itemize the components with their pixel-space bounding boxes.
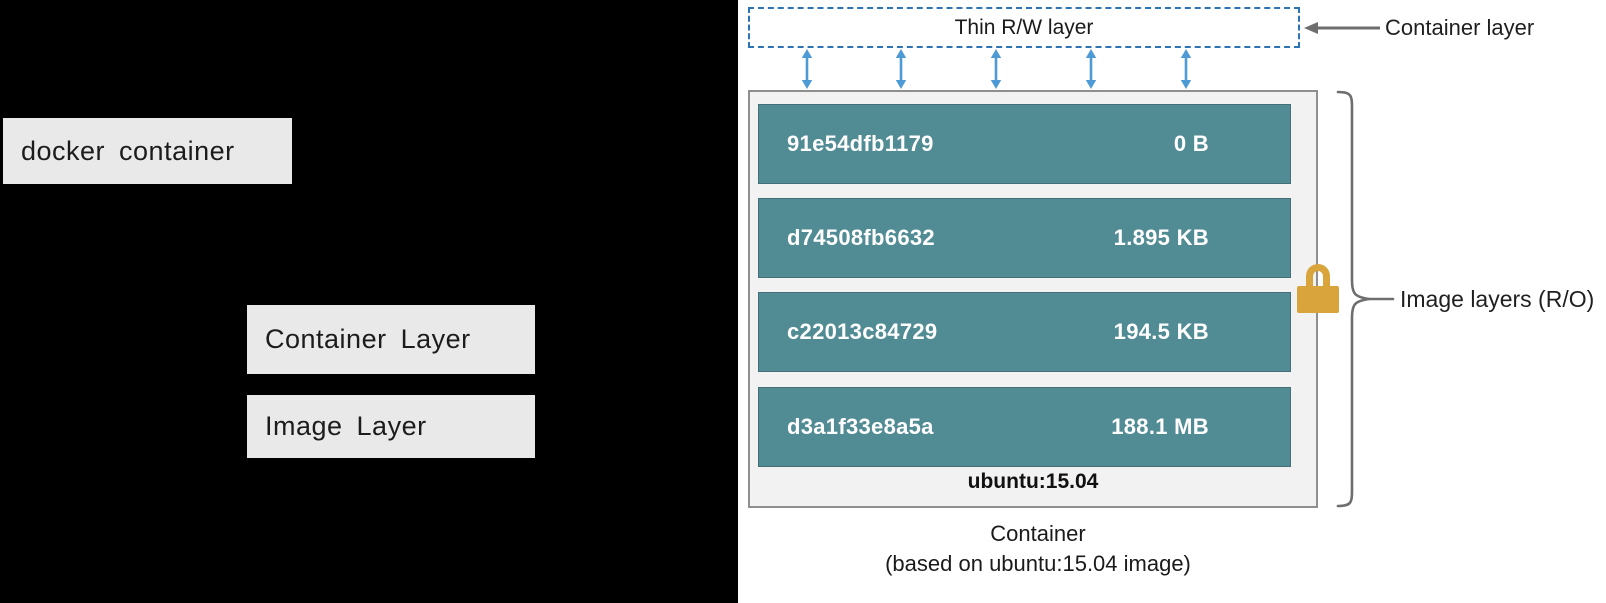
bidirectional-arrow-icon <box>895 49 907 89</box>
bidirectional-arrow-icon <box>990 49 1002 89</box>
container-layer-label-box: Container Layer <box>247 305 535 374</box>
caption-line1: Container <box>990 521 1086 546</box>
layer-size: 188.1 MB <box>1111 414 1209 439</box>
image-layer-label-box: Image Layer <box>247 395 535 458</box>
diagram-caption: Container (based on ubuntu:15.04 image) <box>748 519 1328 579</box>
left-black-panel: docker container Container Layer Image L… <box>0 0 738 603</box>
image-layers-box: 91e54dfb1179 0 B d74508fb6632 1.895 KB c… <box>748 90 1318 508</box>
layer-size: 0 B <box>1173 131 1209 156</box>
docker-container-label-text: docker container <box>21 135 235 166</box>
layer-size: 194.5 KB <box>1113 319 1209 344</box>
layer-id: d74508fb6632 <box>787 225 935 250</box>
container-layer-annotation-text: Container layer <box>1385 15 1535 40</box>
image-layer-row: 91e54dfb1179 0 B <box>758 104 1291 184</box>
lock-body <box>1297 286 1339 313</box>
image-layers-annotation-text: Image layers (R/O) <box>1400 285 1595 312</box>
image-layer-label-text: Image Layer <box>265 411 427 441</box>
base-image-label: ubuntu:15.04 <box>967 470 1099 493</box>
docker-container-label: docker container <box>3 118 292 184</box>
thin-rw-layer-box: Thin R/W layer <box>748 7 1300 48</box>
lock-icon <box>1296 264 1340 314</box>
lock-shackle <box>1306 264 1330 290</box>
image-layer-row: c22013c84729 194.5 KB <box>758 292 1291 372</box>
curly-brace-icon <box>1336 90 1395 508</box>
bidirectional-arrow-icon <box>1180 49 1192 89</box>
layer-id: 91e54dfb1179 <box>787 131 934 156</box>
left-arrow-icon <box>1304 22 1380 34</box>
thin-rw-layer-text: Thin R/W layer <box>954 15 1094 39</box>
layer-size: 1.895 KB <box>1113 225 1209 250</box>
container-layer-annotation: Container layer <box>1385 15 1535 40</box>
bidirectional-arrow-icon <box>1085 49 1097 89</box>
container-layer-label-text: Container Layer <box>265 324 471 354</box>
bidirectional-arrow-icon <box>801 49 813 89</box>
image-layer-row: d3a1f33e8a5a 188.1 MB <box>758 387 1291 467</box>
layer-id: c22013c84729 <box>787 319 938 344</box>
caption-line2: (based on ubuntu:15.04 image) <box>885 551 1191 576</box>
layer-id: d3a1f33e8a5a <box>787 414 934 439</box>
image-layer-row: d74508fb6632 1.895 KB <box>758 198 1291 278</box>
image-layers-annotation: Image layers (R/O) <box>1400 286 1594 312</box>
